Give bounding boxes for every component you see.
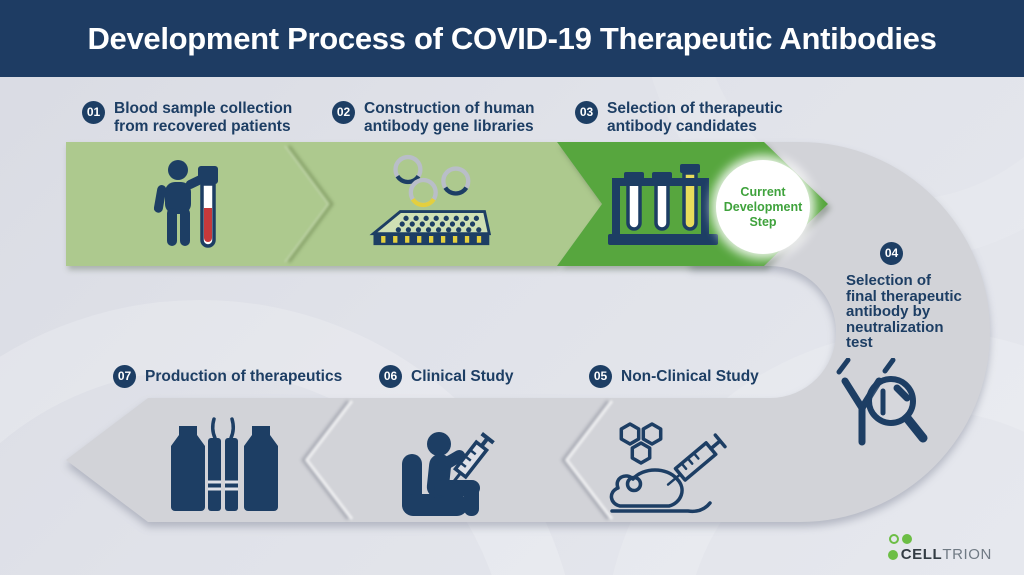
antibody-library-plate-icon [369, 154, 492, 246]
patient-injection-icon [402, 432, 495, 516]
logo-dot-filled-icon [887, 549, 898, 560]
step-07-label: 07 Production of therapeutics [113, 365, 342, 388]
step-04-label: 04 Selection of final therapeutic antibo… [846, 241, 986, 351]
step-01-number-badge: 01 [82, 101, 105, 124]
logo-dot-filled-icon [901, 534, 912, 544]
light-green-arrow-path [66, 142, 602, 266]
antibody-magnifier-icon [836, 358, 928, 446]
header-bar: Development Process of COVID-19 Therapeu… [0, 0, 1024, 77]
mouse-syringe-icon [609, 422, 727, 514]
band-crease [565, 400, 614, 520]
step-02-number-badge: 02 [332, 101, 355, 124]
test-tube-rack-icon [608, 164, 718, 245]
step-04-number-badge: 04 [880, 242, 903, 265]
band-crease [561, 400, 610, 520]
page-title: Development Process of COVID-19 Therapeu… [87, 20, 937, 56]
step-06-label: 06 Clinical Study [379, 365, 514, 388]
step-07-number-badge: 07 [113, 365, 136, 388]
logo-wordmark: CELLTRION [900, 546, 992, 563]
medicine-bottles-icon [171, 417, 278, 511]
person-blood-sample-icon [153, 160, 218, 248]
step-03-number-badge: 03 [575, 101, 598, 124]
band-crease [287, 145, 334, 263]
celltrion-logo: CELLTRION [887, 534, 992, 563]
band-crease [301, 400, 350, 520]
band-crease [305, 400, 354, 520]
step-05-number-badge: 05 [589, 365, 612, 388]
current-development-step-chip: Current Development Step [716, 160, 810, 254]
step-06-number-badge: 06 [379, 365, 402, 388]
logo-dot-outline-icon [888, 534, 899, 544]
band-crease [284, 145, 330, 263]
step-05-label: 05 Non-Clinical Study [589, 365, 759, 388]
